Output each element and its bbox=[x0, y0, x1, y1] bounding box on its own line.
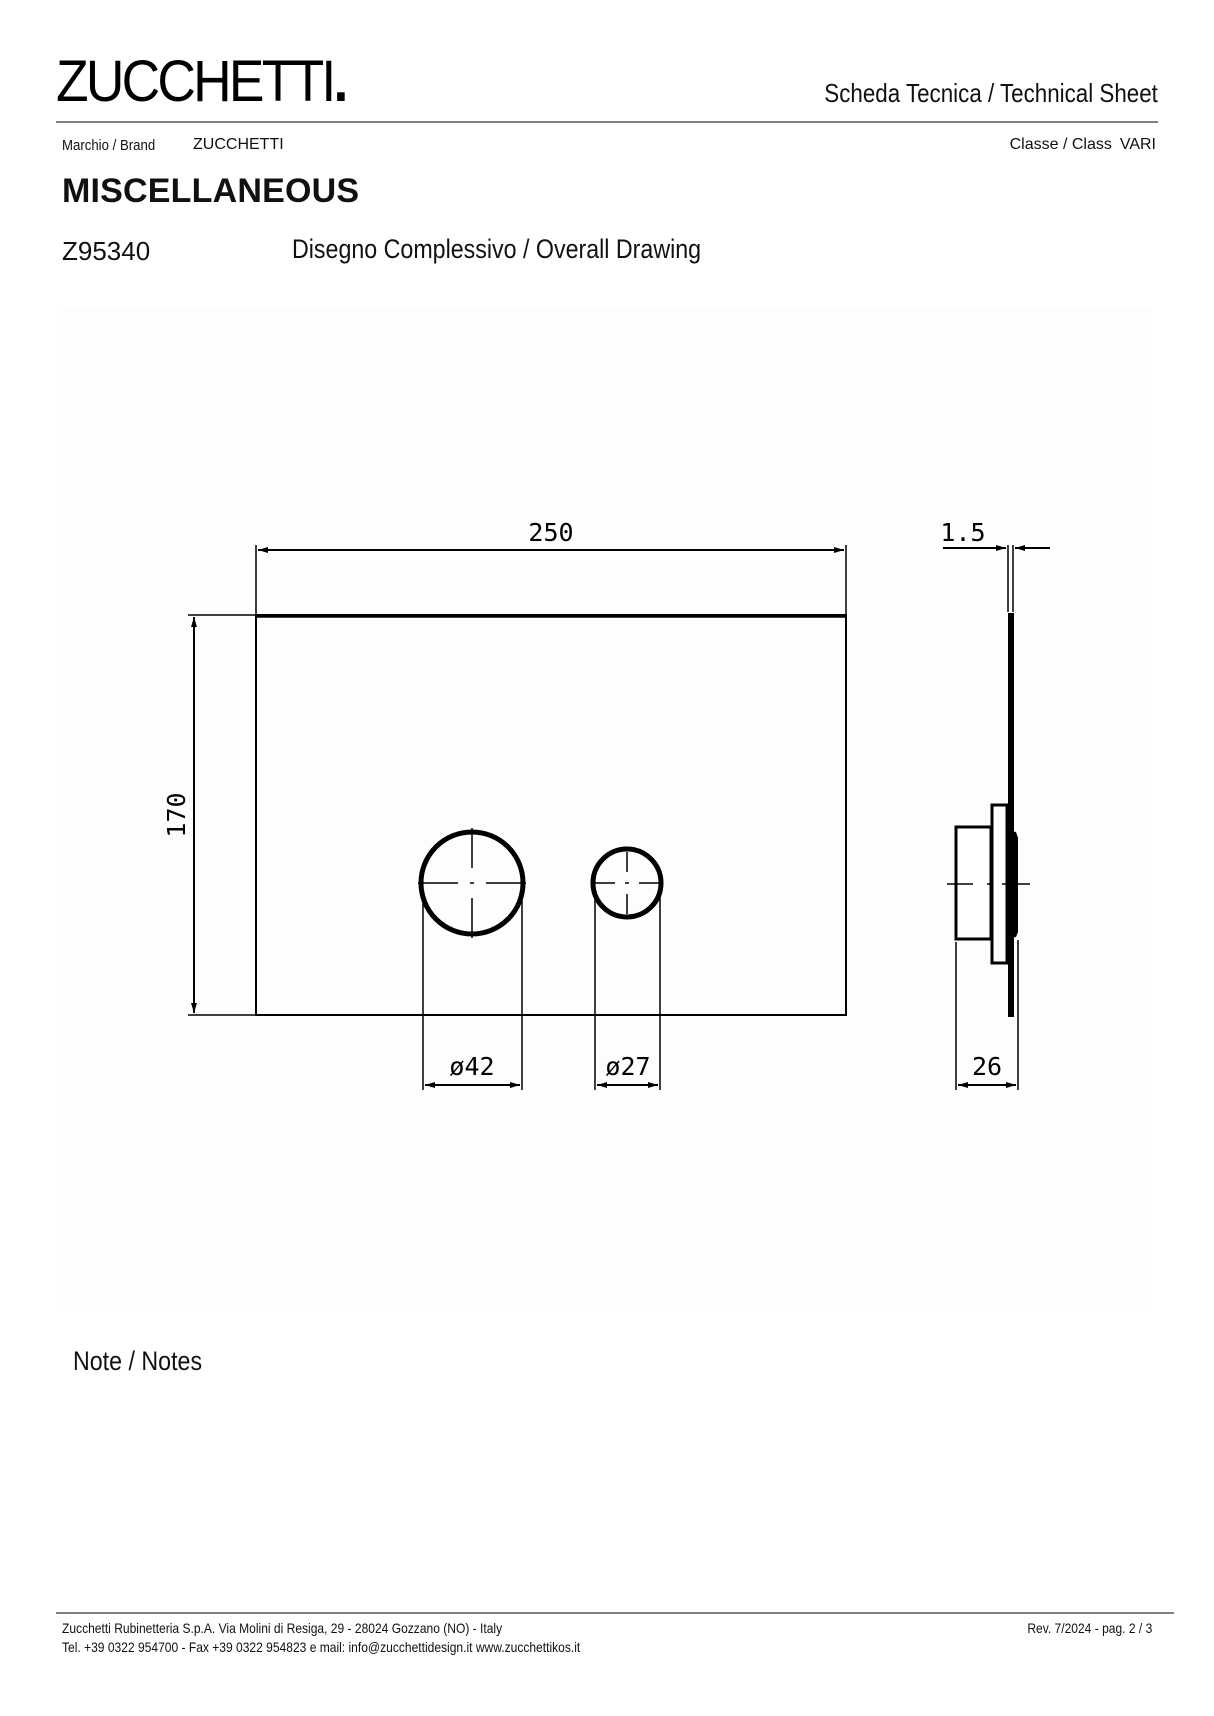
header-divider bbox=[56, 121, 1158, 123]
category-title: MISCELLANEOUS bbox=[62, 172, 360, 210]
logo-dot: . bbox=[333, 49, 349, 114]
drawing-area bbox=[62, 308, 1152, 1305]
sheet-title: Scheda Tecnica / Technical Sheet bbox=[824, 78, 1158, 108]
brand-label: Marchio / Brand bbox=[62, 137, 156, 154]
footer-divider bbox=[56, 1612, 1174, 1614]
height-dimension: 170 bbox=[162, 792, 191, 837]
front-view bbox=[188, 545, 847, 1090]
class-info: Classe / Class VARI bbox=[1010, 136, 1156, 154]
side-view bbox=[943, 545, 1050, 1090]
drawing-title: Disegno Complessivo / Overall Drawing bbox=[292, 234, 702, 264]
logo-text: ZUCCHETTI bbox=[56, 49, 336, 114]
brand-value: ZUCCHETTI bbox=[193, 136, 284, 153]
revision-page: Rev. 7/2024 - pag. 2 / 3 bbox=[1027, 1620, 1152, 1636]
depth-dimension: 26 bbox=[972, 1052, 1002, 1081]
company-address: Zucchetti Rubinetteria S.p.A. Via Molini… bbox=[62, 1620, 503, 1636]
width-dimension: 250 bbox=[528, 518, 573, 547]
company-contacts: Tel. +39 0322 954700 - Fax +39 0322 9548… bbox=[62, 1639, 581, 1655]
product-code: Z95340 bbox=[62, 236, 151, 266]
notes-label: Note / Notes bbox=[73, 1346, 203, 1376]
large-button-diameter: ø42 bbox=[449, 1052, 494, 1081]
brand-logo: ZUCCHETTI. bbox=[56, 49, 349, 114]
thickness-dimension: 1.5 bbox=[940, 518, 985, 547]
class-value: VARI bbox=[1119, 136, 1156, 153]
class-label: Classe / Class bbox=[1009, 136, 1112, 153]
small-button-diameter: ø27 bbox=[605, 1052, 650, 1081]
